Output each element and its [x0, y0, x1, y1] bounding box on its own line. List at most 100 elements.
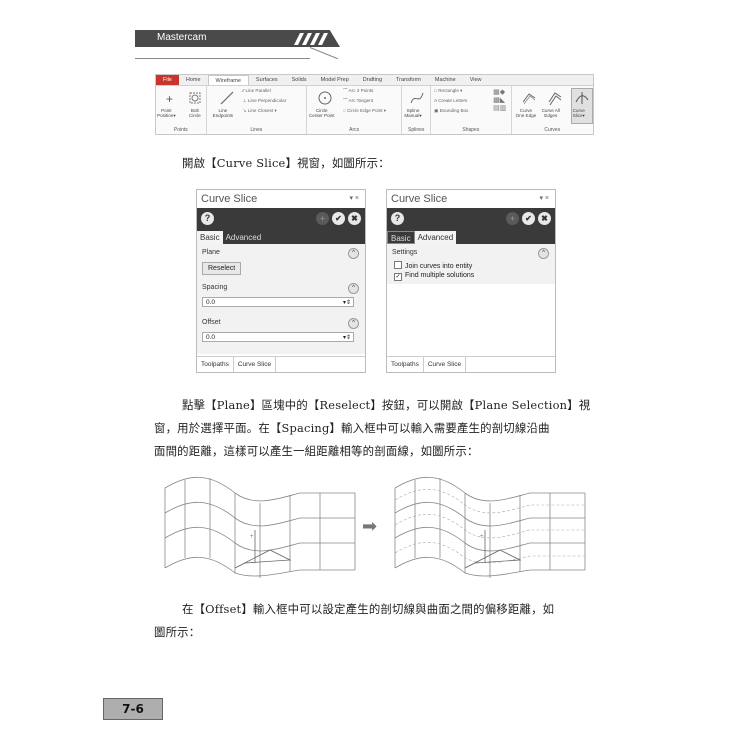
tab-machine[interactable]: Machine	[434, 77, 456, 83]
panel-window-controls[interactable]: ▾ ×	[539, 195, 549, 202]
line-parallel-button[interactable]: ⁄⁄ Line Parallel	[242, 88, 271, 93]
rectangle-label: Rectangle ▾	[438, 88, 463, 93]
ok-check-icon[interactable]: ✔	[522, 212, 535, 225]
spacing-collapse-icon[interactable]: ^	[348, 283, 359, 294]
bolt-circle-button[interactable]: Bolt Circle	[189, 108, 201, 118]
curve-all-edges-button[interactable]: Curve All Edges	[541, 108, 560, 118]
cancel-icon[interactable]: ✖	[538, 212, 551, 225]
footer-tab-curve-slice[interactable]: Curve Slice	[422, 357, 467, 372]
spline-manual-button[interactable]: Spline Manual▾	[404, 108, 422, 118]
tab-view[interactable]: View	[469, 77, 482, 83]
panel-title-text: Curve Slice	[391, 193, 448, 205]
panel-body: Settings ^ Join curves into entity ✓Find…	[387, 244, 555, 284]
line-closest-label: Line Closest ▾	[247, 108, 277, 113]
banner-stripes-decoration	[294, 33, 328, 45]
point-icon: +	[166, 92, 174, 106]
plane-section-label: Plane	[202, 249, 220, 256]
chapter-banner: Mastercam	[135, 30, 340, 47]
create-letters-button[interactable]: A Create Letters	[434, 98, 468, 103]
create-letters-label: Create Letters	[438, 98, 468, 103]
curve-one-edge-button[interactable]: Curve One Edge	[515, 108, 537, 118]
spacing-input[interactable]: 0.0 ▾⇕	[202, 297, 354, 307]
curve-slice-panel-advanced: Curve Slice ▾ × ? + ✔ ✖ Basic Advanced S…	[386, 189, 556, 373]
group-label-points: Points	[173, 127, 188, 133]
reselect-button[interactable]: Reselect	[202, 262, 242, 275]
offset-spinner-icon[interactable]: ▾⇕	[342, 335, 351, 341]
group-label-curves: Curves	[544, 127, 561, 133]
circle-edge-point-label: Circle Edge Point ▾	[347, 108, 387, 113]
footer-tab-toolpaths[interactable]: Toolpaths	[391, 361, 419, 368]
circle-edge-point-button[interactable]: ○ Circle Edge Point ▾	[342, 108, 387, 113]
settings-collapse-icon[interactable]: ^	[538, 248, 549, 259]
group-lines: Line Endpoints ⁄⁄ Line Parallel ⊥ Line P…	[207, 86, 307, 134]
line-endpoints-button[interactable]: Line Endpoints	[212, 108, 234, 118]
ok-check-icon[interactable]: ✔	[332, 212, 345, 225]
footer-tab-toolpaths[interactable]: Toolpaths	[201, 361, 229, 368]
spacing-section-label: Spacing	[202, 284, 228, 291]
help-icon[interactable]: ?	[201, 212, 214, 225]
bounding-box-button[interactable]: ▣ Bounding Box	[434, 108, 469, 113]
tab-solids[interactable]: Solids	[291, 77, 307, 83]
page-number: 7-6	[103, 698, 163, 720]
group-curves: Curve One Edge Curve All Edges Curve Sli…	[512, 86, 593, 134]
arc-tangent-button[interactable]: ⌒ Arc Tangent	[342, 98, 374, 103]
ok-apply-icon[interactable]: +	[506, 212, 519, 225]
tab-home[interactable]: Home	[185, 77, 201, 83]
circle-center-point-button[interactable]: Circle Center Point	[308, 108, 335, 118]
group-label-shapes: Shapes	[462, 127, 480, 133]
panel-window-controls[interactable]: ▾ ×	[349, 195, 359, 202]
arc-tangent-label: Arc Tangent	[348, 98, 374, 103]
join-curves-checkbox[interactable]: Join curves into entity	[394, 261, 472, 270]
line-perpendicular-label: Line Perpendicular	[247, 98, 287, 103]
tab-transform[interactable]: Transform	[396, 77, 421, 83]
curve-all-edges-icon	[548, 92, 561, 106]
paragraph-open-curve-slice: 開啟【Curve Slice】視窗，如圖所示：	[182, 156, 390, 170]
rectangle-button[interactable]: □ Rectangle ▾	[434, 88, 463, 93]
tab-advanced[interactable]: Advanced	[414, 231, 457, 244]
shapes-extra-icons[interactable]: ▦◆▩◣▤▥	[493, 89, 507, 112]
help-icon[interactable]: ?	[391, 212, 404, 225]
tab-basic[interactable]: Basic	[197, 231, 223, 244]
checkbox-empty-icon	[394, 261, 402, 269]
offset-input[interactable]: 0.0 ▾⇕	[202, 332, 354, 342]
svg-text:+: +	[480, 534, 484, 540]
arrow-right-icon: ➡	[362, 516, 378, 537]
ok-apply-icon[interactable]: +	[316, 212, 329, 225]
arc-3-points-button[interactable]: ⌒ Arc 3 Points	[342, 88, 374, 93]
tab-surfaces[interactable]: Surfaces	[255, 77, 278, 83]
paragraph-plane-line1: 點擊【Plane】區塊中的【Reselect】按鈕，可以開啟【Plane Sel…	[182, 398, 591, 412]
tab-advanced[interactable]: Advanced	[225, 233, 262, 242]
checkbox-checked-icon: ✓	[394, 273, 402, 281]
point-position-button[interactable]: Point Position▾	[157, 108, 176, 118]
join-curves-label: Join curves into entity	[405, 263, 473, 270]
line-parallel-label: Line Parallel	[245, 88, 271, 93]
ribbon-tabs: File Home Wireframe Surfaces Solids Mode…	[156, 75, 593, 86]
tab-drafting[interactable]: Drafting	[362, 77, 383, 83]
curve-slice-panel-basic: Curve Slice ▾ × ? + ✔ ✖ Basic Advanced P…	[196, 189, 366, 373]
paragraph-offset-line1: 在【Offset】輸入框中可以設定產生的剖切線與曲面之間的偏移距離，如	[182, 602, 555, 616]
panel-tabs: Basic Advanced	[197, 231, 365, 244]
panel-tabs: Basic Advanced	[387, 231, 555, 244]
spacing-spinner-icon[interactable]: ▾⇕	[342, 300, 351, 306]
curve-slice-button[interactable]: Curve Slice▾	[572, 108, 585, 118]
curve-one-edge-icon	[522, 93, 535, 105]
offset-collapse-icon[interactable]: ^	[348, 318, 359, 329]
line-closest-button[interactable]: ↘ Line Closest ▾	[242, 108, 277, 113]
footer-tab-curve-slice[interactable]: Curve Slice	[232, 357, 277, 372]
line-perpendicular-button[interactable]: ⊥ Line Perpendicular	[242, 98, 287, 103]
plane-collapse-icon[interactable]: ^	[348, 248, 359, 259]
find-multiple-label: Find multiple solutions	[405, 272, 475, 279]
find-multiple-checkbox[interactable]: ✓Find multiple solutions	[394, 272, 474, 281]
tab-wireframe[interactable]: Wireframe	[207, 75, 249, 85]
tab-file[interactable]: File	[156, 75, 179, 85]
tab-basic[interactable]: Basic	[387, 231, 415, 244]
offset-value: 0.0	[206, 334, 216, 341]
svg-text:+: +	[250, 534, 254, 540]
tab-model-prep[interactable]: Model Prep	[320, 77, 349, 83]
paragraph-plane-line2: 窗，用於選擇平面。在【Spacing】輸入框中可以輸入需要產生的剖切線沿曲	[154, 421, 550, 435]
curve-slice-icon	[575, 92, 588, 104]
group-label-arcs: Arcs	[349, 127, 360, 133]
surface-before-figure: +	[164, 476, 356, 578]
panel-footer-tabs: Toolpaths Curve Slice	[197, 356, 365, 372]
cancel-icon[interactable]: ✖	[348, 212, 361, 225]
